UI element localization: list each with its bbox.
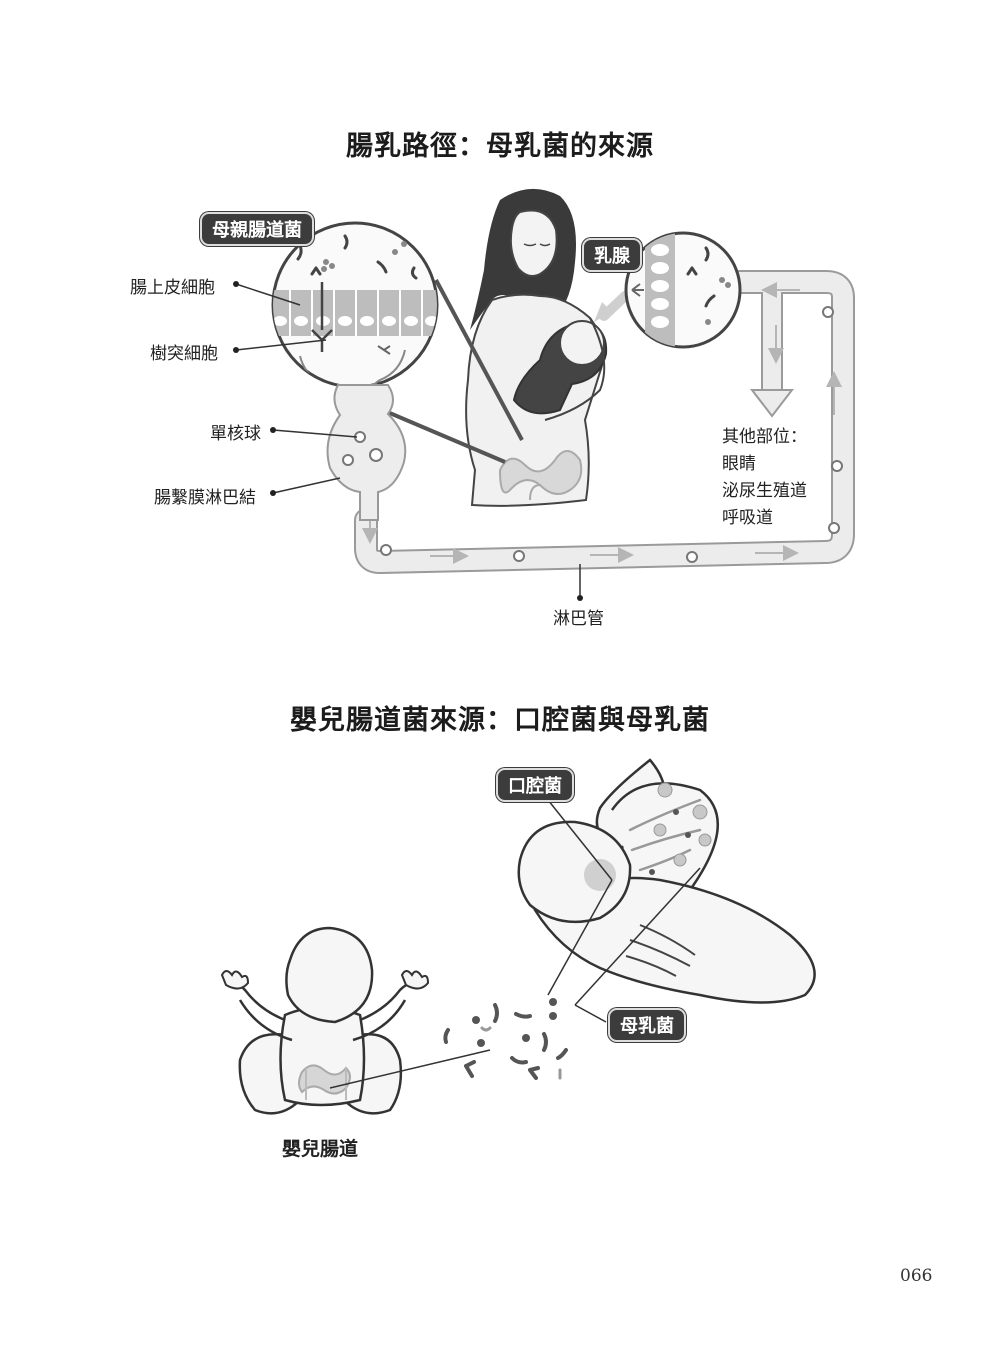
label-dendritic-cells: 樹突細胞 [150,344,218,364]
gut-magnifier [271,221,439,521]
bacteria-stream [443,998,568,1080]
label-lymphatic-vessel: 淋巴管 [553,609,604,629]
page-number: 066 [900,1266,933,1286]
section2-title: 嬰兒腸道菌來源：口腔菌與母乳菌 [290,705,710,736]
label-mesenteric-lymph-node: 腸繫膜淋巴結 [154,488,256,508]
lymphatic-loop [354,270,855,574]
other-sites: 其他部位： 眼睛 泌尿生殖道 呼吸道 [722,424,807,532]
connector-lines [377,279,524,464]
breast-milk-bacteria-badge: 母乳菌 [608,1008,686,1042]
label-epithelial-cells: 腸上皮細胞 [130,278,215,298]
other-site-item: 泌尿生殖道 [722,481,807,501]
mammary-magnifier [624,231,742,349]
mother-figure [465,188,630,507]
label-infant-gut: 嬰兒腸道 [282,1138,359,1160]
other-site-item: 呼吸道 [722,508,773,528]
pointer-lines-top [235,283,581,598]
pointer-lines-bottom [329,799,701,1089]
infant-figure [220,926,430,1115]
mammary-gland-badge: 乳腺 [582,238,642,272]
oral-bacteria-badge: 口腔菌 [496,768,574,802]
label-monocyte: 單核球 [210,424,261,444]
other-site-item: 眼睛 [722,454,756,474]
section1-title: 腸乳路徑：母乳菌的來源 [346,131,654,162]
other-sites-heading: 其他部位： [722,427,807,447]
mother-gut-bacteria-badge: 母親腸道菌 [200,212,314,246]
